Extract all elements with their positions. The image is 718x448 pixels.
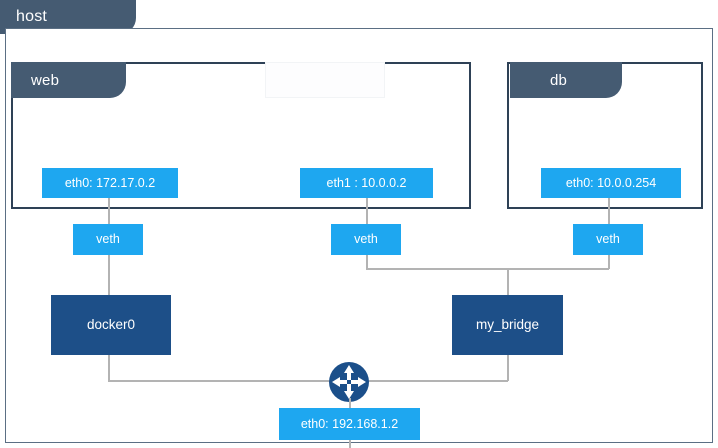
veth-label-3: veth (596, 232, 620, 247)
connector-veth2-drop (366, 255, 368, 269)
interface-box-db-eth0[interactable]: eth0: 10.0.0.254 (541, 168, 681, 198)
veth-box-1[interactable]: veth (73, 224, 143, 255)
veth-label-2: veth (354, 232, 378, 247)
bridge-label-my-bridge: my_bridge (475, 317, 540, 333)
bridge-box-my-bridge[interactable]: my_bridge (452, 295, 563, 355)
interface-label-web-eth0: eth0: 172.17.0.2 (64, 175, 156, 190)
connector-host-eth0-to-external (349, 440, 351, 448)
interface-box-host-eth0[interactable]: eth0: 192.168.1.2 (279, 408, 420, 440)
bridge-box-docker0[interactable]: docker0 (51, 295, 171, 355)
container-label-tab-db[interactable]: db (510, 62, 622, 98)
connector-docker0-drop (108, 355, 110, 381)
connector-docker0-to-router (108, 380, 330, 382)
connector-veth1-to-docker0 (108, 255, 110, 295)
connector-web-eth1-to-veth2 (366, 198, 368, 224)
connector-router-to-host-eth0 (349, 398, 351, 408)
container-label-text-web: web (31, 71, 60, 89)
interface-box-web-eth1[interactable]: eth1 : 10.0.0.2 (300, 168, 433, 198)
container-label-text-db: db (550, 71, 568, 89)
connector-my-bridge-drop (507, 355, 509, 381)
connector-bus-to-my-bridge (507, 268, 509, 295)
interface-label-web-eth1: eth1 : 10.0.0.2 (326, 175, 407, 190)
veth-box-2[interactable]: veth (331, 224, 401, 255)
container-label-tab-web[interactable]: web (11, 62, 126, 98)
interface-label-host-eth0: eth0: 192.168.1.2 (300, 416, 399, 431)
veth-label-1: veth (96, 232, 120, 247)
connector-veth-bus-to-my-bridge (366, 268, 609, 270)
interface-box-web-eth0[interactable]: eth0: 172.17.0.2 (42, 168, 178, 198)
interface-label-db-eth0: eth0: 10.0.0.254 (565, 175, 657, 190)
container-box-web[interactable] (11, 62, 471, 209)
empty-placeholder-shape (265, 62, 385, 98)
veth-box-3[interactable]: veth (573, 224, 643, 255)
host-label-text: host (16, 8, 48, 25)
connector-db-eth0-to-veth3 (608, 198, 610, 224)
connector-web-eth0-to-veth1 (108, 198, 110, 224)
connector-veth3-drop (608, 255, 610, 269)
connector-my-bridge-to-router (368, 380, 508, 382)
bridge-label-docker0: docker0 (86, 317, 136, 333)
router-multidirectional-icon[interactable] (327, 360, 371, 404)
